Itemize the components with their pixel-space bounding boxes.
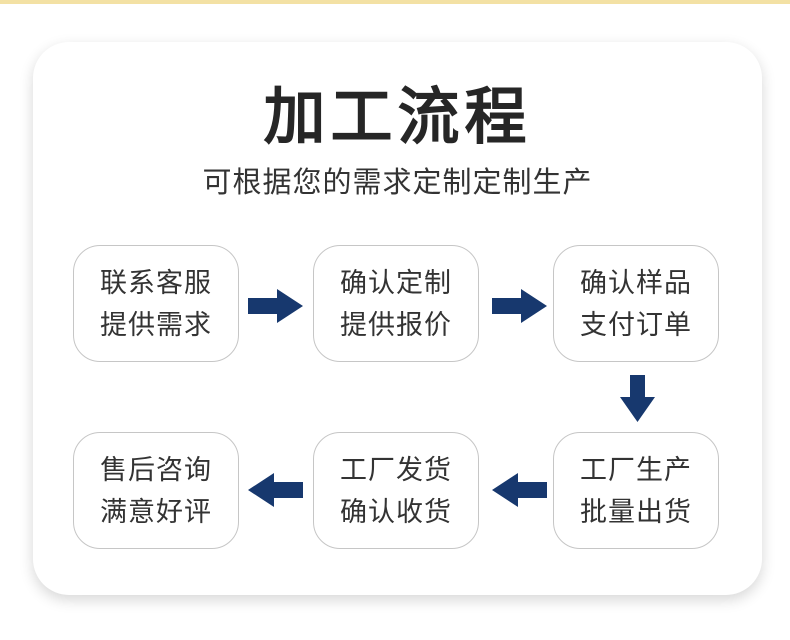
step-line: 工厂生产 [580,454,692,485]
step-line: 联系客服 [100,267,212,298]
step-line: 确认样品 [580,267,692,298]
step-line: 提供报价 [340,309,452,340]
process-card: 加工流程 可根据您的需求定制定制生产 联系客服 提供需求 确认定制 提供报价 确… [33,42,762,595]
step-box-confirm-sample: 确认样品 支付订单 [553,245,719,362]
arrow-left-icon [492,473,547,507]
page-subtitle: 可根据您的需求定制定制生产 [202,167,593,199]
step-line: 支付订单 [580,309,692,340]
arrow-left-icon [248,473,303,507]
step-box-contact-service: 联系客服 提供需求 [73,245,239,362]
step-box-confirm-custom: 确认定制 提供报价 [313,245,479,362]
arrow-down-icon [620,375,655,422]
arrow-right-icon [492,289,547,323]
arrow-right-icon [248,289,303,323]
page-title: 加工流程 [263,83,532,152]
step-box-factory-shipping: 工厂发货 确认收货 [313,432,479,549]
step-line: 确认收货 [340,496,452,527]
step-line: 工厂发货 [340,454,452,485]
step-line: 售后咨询 [100,454,212,485]
step-box-factory-production: 工厂生产 批量出货 [553,432,719,549]
step-line: 满意好评 [100,496,212,527]
step-line: 确认定制 [340,267,452,298]
step-line: 批量出货 [580,496,692,527]
step-box-after-sales: 售后咨询 满意好评 [73,432,239,549]
step-line: 提供需求 [100,309,212,340]
top-accent-bar [0,0,790,4]
